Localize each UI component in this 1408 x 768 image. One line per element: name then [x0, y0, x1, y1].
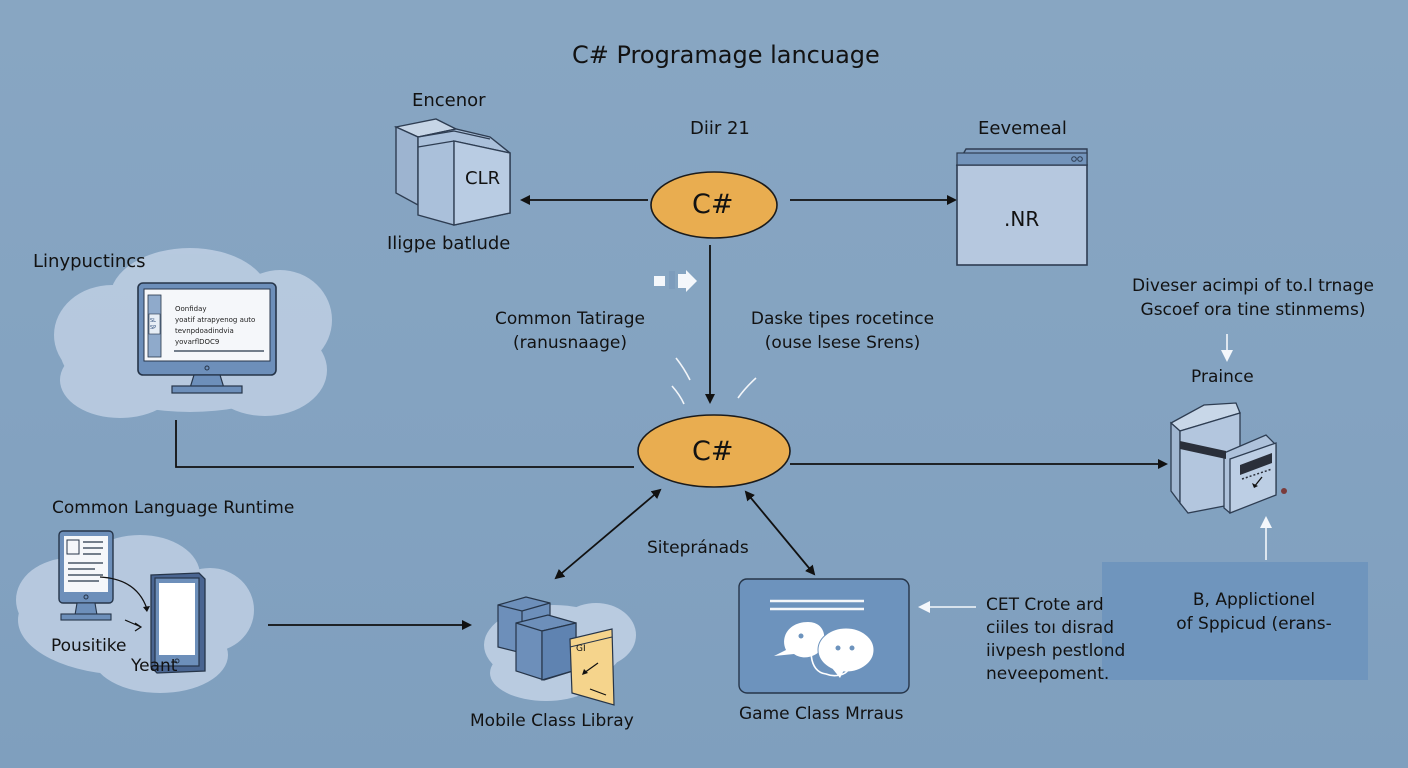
server-icon[interactable]: [1166, 393, 1296, 518]
mobile-doc-text: GI: [576, 644, 586, 654]
label-line: (ouse lsese Srens): [764, 333, 921, 353]
monitor-icon: [137, 282, 277, 394]
cet-description: CET Crote ard ciiles toı disrad iivpesh …: [986, 594, 1125, 686]
spark-line: [737, 377, 757, 399]
arrow-hub-mobile: [554, 488, 662, 580]
screen-line: tevnpdoadindvia: [175, 327, 234, 335]
csharp-hub-node[interactable]: [634, 412, 794, 494]
clr-cube-icon: [393, 118, 511, 226]
runtime-devices-icon: [58, 530, 206, 674]
left-cloud-caption: Linypuctincs: [33, 251, 146, 272]
runtime-label-yeant: Yeant: [131, 656, 178, 676]
game-library-icon[interactable]: [736, 576, 912, 696]
app-line: of Sppicud (erans-: [1176, 614, 1332, 634]
game-library-caption: Game Class Mrraus: [739, 704, 904, 724]
clr-box-label: CLR: [465, 168, 501, 189]
label-line: Daske tipes rocetince: [750, 309, 935, 329]
spark-line: [675, 357, 691, 381]
csharp-hub-label: C#: [692, 436, 734, 467]
screen-tab-line: SP: [150, 325, 157, 331]
right-note: Diveser acimpi of to.l trnage Gscoef ora…: [1128, 274, 1378, 322]
screen-line: yovarflDOC9: [175, 338, 220, 346]
daske-tipes-label: Daske tipes rocetince (ouse lsese Srens): [735, 307, 950, 355]
screen-line: Oonfiday: [175, 305, 207, 313]
hub-caption: Sitepránads: [647, 538, 749, 558]
monitor-screen-tab: SL SP: [150, 318, 156, 332]
runtime-caption: Common Language Runtime: [52, 498, 295, 518]
app-line: B, Applictionel: [1192, 590, 1316, 610]
csharp-top-node[interactable]: [648, 170, 780, 244]
monitor-screen-text: Oonfiday yoatif atrapyenog auto tevnpdoa…: [175, 304, 255, 348]
runtime-label-pousitike: Pousitike: [51, 636, 127, 656]
label-line: Common Tatirage: [494, 309, 645, 329]
csharp-top-label: C#: [692, 189, 734, 220]
application-box-label: B, Applictionel of Sppicud (erans-: [1166, 588, 1342, 636]
cet-line: neveepoment.: [986, 664, 1110, 684]
transfer-arrow-icon: [654, 270, 697, 292]
screen-tab-line: SL: [150, 318, 156, 324]
arrow-hub-game: [744, 490, 816, 576]
mobile-library-caption: Mobile Class Libray: [470, 711, 634, 731]
connector-left-cloud-to-hub: [175, 420, 634, 468]
note-line: Diveser acimpi of to.l trnage: [1132, 276, 1374, 296]
note-line: Gscoef ora tine stinmems): [1140, 300, 1366, 320]
clr-caption: Encenor: [412, 90, 486, 111]
mobile-library-icon[interactable]: [476, 585, 646, 710]
spark-line: [671, 385, 685, 405]
cet-line: ciiles toı disrad: [986, 618, 1114, 638]
application-box[interactable]: [1102, 562, 1368, 680]
cet-line: iivpesh pestlond: [986, 641, 1126, 661]
screen-line: yoatif atrapyenog auto: [175, 316, 256, 324]
center-caption: Diir 21: [690, 118, 750, 139]
net-window-label: .NR: [1004, 207, 1040, 231]
diagram-title: C# Programage lancuage: [572, 41, 880, 69]
clr-subcaption: Iligpe batlude: [387, 233, 511, 254]
cet-line: CET Crote ard: [986, 595, 1104, 615]
net-caption: Eevemeal: [978, 118, 1067, 139]
common-tatirage-label: Common Tatirage (ranusnaage): [480, 307, 660, 355]
label-line: (ranusnaage): [513, 333, 627, 353]
server-caption: Praince: [1191, 367, 1254, 387]
net-window-icon[interactable]: [952, 145, 1092, 269]
